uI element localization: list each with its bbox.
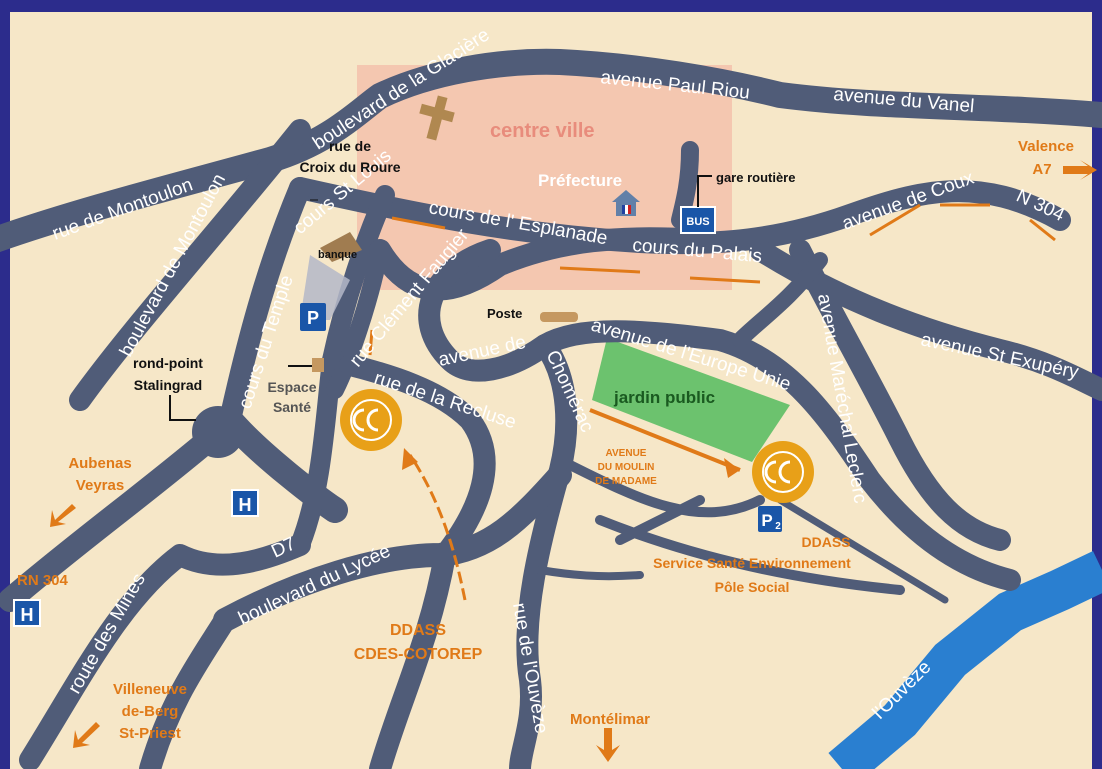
parking-letter: P	[307, 308, 319, 328]
place-label-banque: banque	[318, 249, 357, 261]
prefecture-label: Préfecture	[538, 171, 622, 190]
place-label-gare-routiere: gare routière	[716, 170, 795, 185]
place-label-jardin-public: jardin public	[613, 388, 715, 407]
place-label-rue-croix-line2: Croix du Roure	[299, 159, 400, 175]
destination-label-valence-line1: Valence	[1018, 138, 1074, 155]
destination-label-valence-line2: A7	[1032, 161, 1051, 178]
parking-sign-icon[interactable]: P	[300, 303, 326, 331]
ddass-sun-logo-icon[interactable]	[752, 441, 814, 503]
destination-label-villeneuve-line2: de-Berg	[122, 703, 179, 720]
service-label-ddass-right-line1: DDASS	[801, 534, 850, 550]
destination-label-montelimar: Montélimar	[570, 711, 650, 728]
destination-label-villeneuve-line1: Villeneuve	[113, 681, 187, 698]
destination-label-aubenas-line2: Veyras	[76, 477, 124, 494]
river-ouveze	[828, 551, 1102, 769]
arrow-head-moulin	[724, 458, 740, 478]
destination-label-villeneuve-line3: St-Priest	[119, 725, 181, 742]
service-label-ddass-lower-line2: CDES-COTOREP	[354, 646, 483, 663]
place-label-rue-croix-line1: rue de	[329, 138, 371, 154]
destination-label-aubenas-line1: Aubenas	[68, 455, 131, 472]
service-label-ddass-right-line2: Service Santé Environnement	[653, 555, 851, 571]
place-label-espace-sante-line2: Santé	[273, 399, 311, 415]
arrow-down-left-icon	[73, 722, 100, 748]
arrow-right-icon	[1063, 160, 1097, 180]
road-network	[0, 48, 1102, 769]
rond-point-stalingrad-circle[interactable]	[192, 406, 244, 458]
service-label-ddass-lower-line1: DDASS	[390, 622, 446, 639]
ddass-sun-logo-icon[interactable]	[340, 389, 402, 451]
bus-label: BUS	[686, 216, 709, 228]
arrow-down-icon	[596, 728, 620, 762]
arrow-head-ddass	[402, 448, 418, 470]
hospital-sign-icon[interactable]: H	[13, 599, 41, 627]
espace-sante-building-icon[interactable]	[312, 358, 324, 372]
parking-letter: P	[761, 511, 772, 530]
parking-2-sign-icon[interactable]: P 2	[758, 506, 782, 532]
hospital-letter: H	[239, 495, 252, 515]
bus-stop-icon[interactable]: BUS	[680, 206, 716, 234]
destination-label-rn304: RN 304	[17, 572, 69, 589]
place-label-avenue-moulin-line1: AVENUE	[606, 448, 647, 459]
post-office-building-icon[interactable]	[540, 312, 578, 322]
place-label-poste: Poste	[487, 306, 522, 321]
bank-building-icon[interactable]	[320, 232, 362, 262]
place-label-espace-sante-line1: Espace	[267, 379, 316, 395]
parking-number: 2	[775, 521, 781, 532]
church-cross-icon	[419, 95, 455, 141]
service-label-ddass-right-line3: Pôle Social	[715, 579, 790, 595]
hospital-letter: H	[21, 605, 34, 625]
place-label-rond-point-line2: Stalingrad	[134, 377, 202, 393]
hospital-sign-icon[interactable]: H	[231, 489, 259, 517]
place-label-rond-point-line1: rond-point	[133, 355, 203, 371]
jardin-public-area	[592, 338, 790, 462]
prefecture-building-icon[interactable]	[612, 190, 640, 216]
place-label-avenue-moulin-line3: DE MADAME	[595, 476, 657, 487]
place-label-avenue-moulin-line2: DU MOULIN	[598, 462, 655, 473]
direction-arrows	[50, 160, 1097, 762]
centre-ville-label: centre ville	[490, 120, 595, 142]
traffic-direction-arrows	[368, 203, 1056, 601]
arrow-down-left-icon	[50, 504, 76, 527]
